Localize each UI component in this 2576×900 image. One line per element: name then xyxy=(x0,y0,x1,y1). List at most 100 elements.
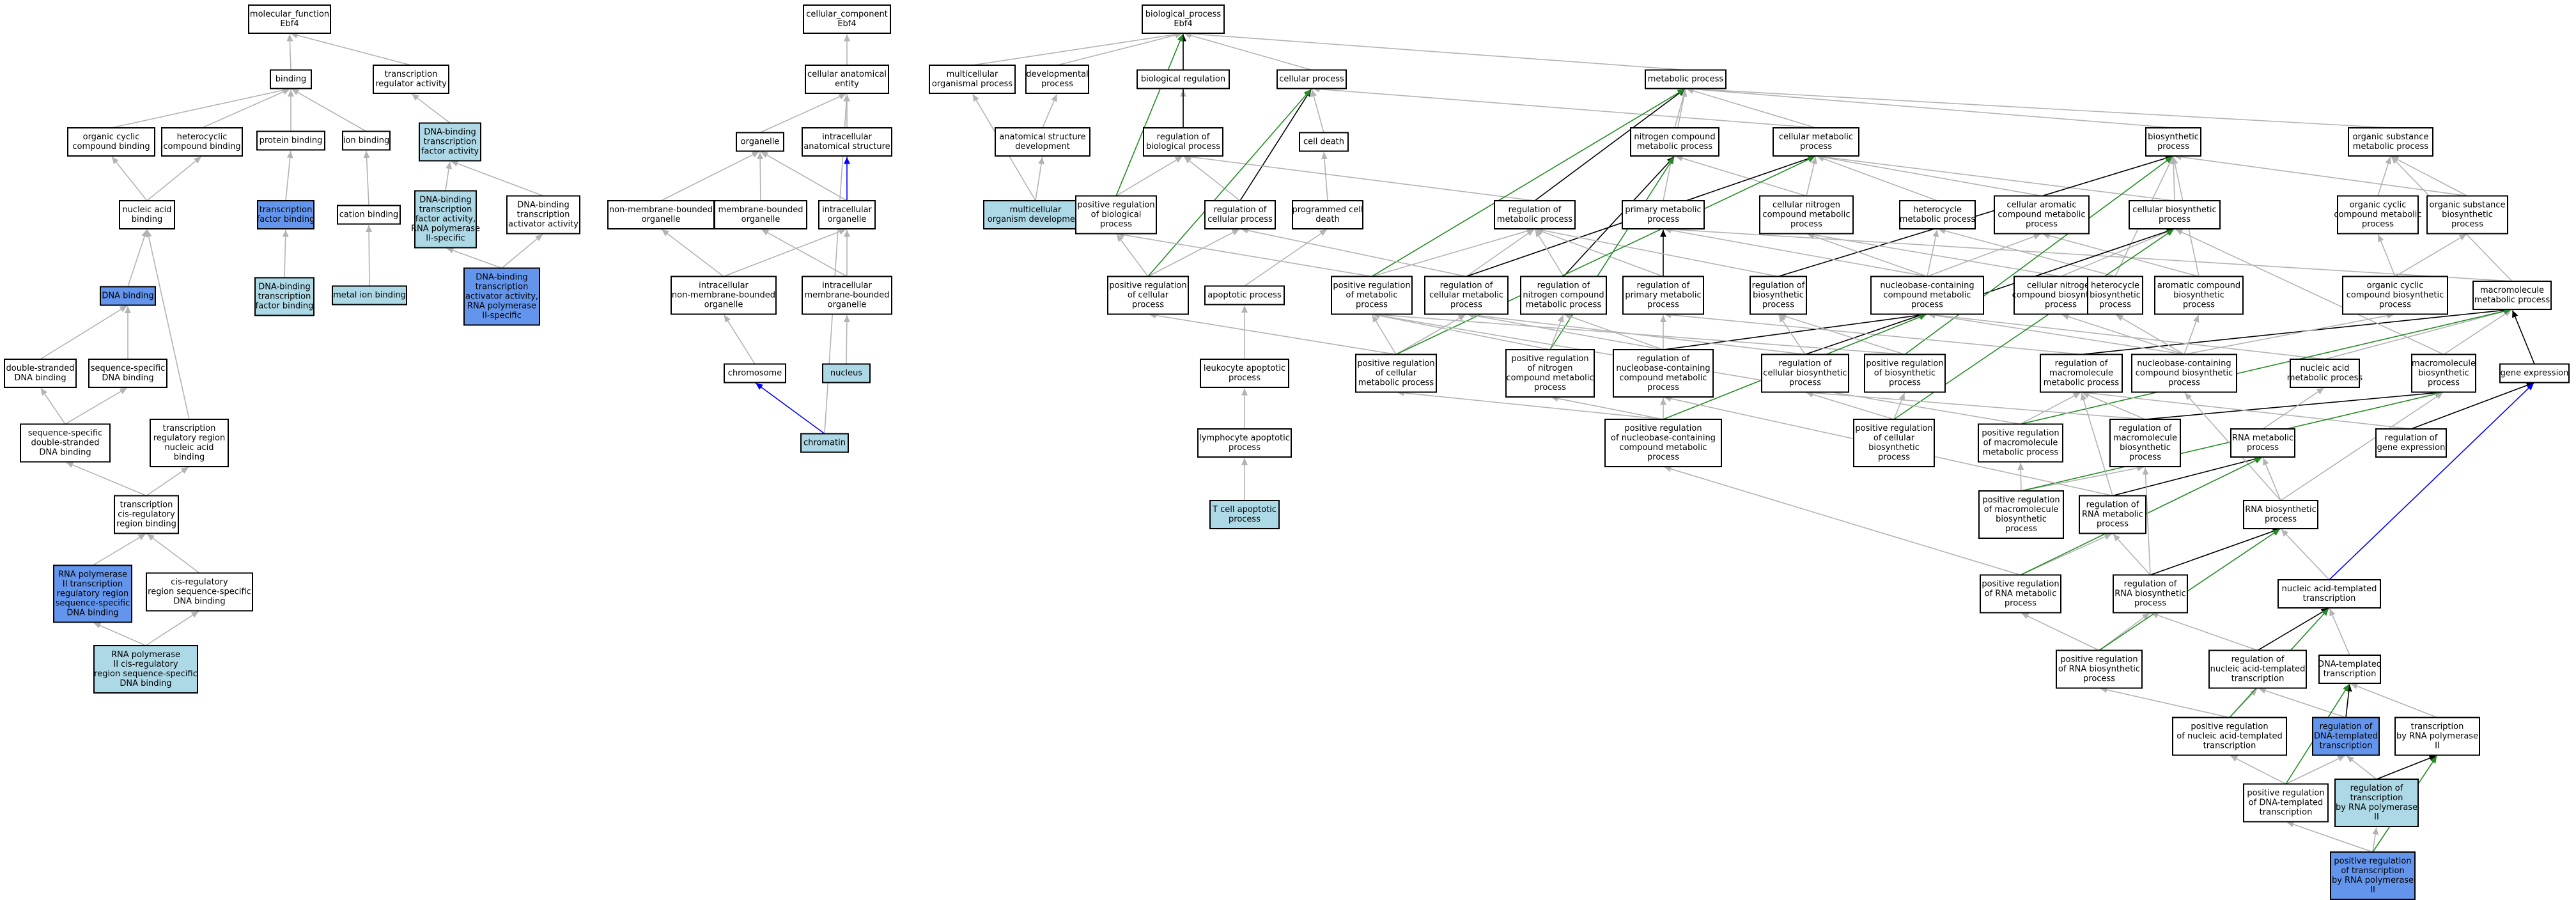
go-node-chromatin: chromatin xyxy=(800,433,849,453)
node-label-line: anatomical structure xyxy=(803,142,890,151)
edge-nab-to-hcb xyxy=(146,156,202,201)
edge-cncbp-to-cbp xyxy=(2060,228,2174,277)
edge xyxy=(760,151,848,201)
node-box xyxy=(88,359,167,388)
edge-mp-to-bp xyxy=(1184,30,1686,71)
node-box xyxy=(2472,281,2552,310)
node-label-line: transcription xyxy=(476,283,529,292)
node-label-line: biosynthetic xyxy=(2442,210,2493,220)
edge xyxy=(1675,155,1807,197)
edge-cmp-to-cp xyxy=(1312,86,1817,128)
edge xyxy=(661,229,724,277)
edge xyxy=(2042,232,2200,277)
node-label-line: biological process xyxy=(1146,142,1220,151)
node-label-line: of DNA-templated xyxy=(2249,798,2324,808)
edge-chromatin-to-chromosome xyxy=(755,382,825,435)
edge xyxy=(1664,465,2021,576)
node-label-line: regulation of xyxy=(1509,205,1562,215)
node-label-line: process xyxy=(1229,515,1261,524)
edge xyxy=(1779,313,1905,355)
node-box xyxy=(929,65,1016,94)
node-label-line: nucleobase-containing xyxy=(2137,359,2231,369)
edge-rnbcmp-to-rcmp xyxy=(1467,312,1664,350)
node-box xyxy=(1292,200,1363,229)
node-box xyxy=(146,572,253,612)
node-label-line: programmed cell xyxy=(1292,205,1363,215)
edge xyxy=(2020,307,2511,425)
node-box xyxy=(254,277,314,316)
node-label-line: cellular_component xyxy=(806,10,888,19)
go-node-chromosome: chromosome xyxy=(724,363,786,384)
edge-dnab-to-nab xyxy=(127,229,148,287)
node-label-line: process xyxy=(1647,383,1679,392)
node-label-line: process xyxy=(1647,215,1679,224)
node-label-line: organelle xyxy=(704,300,743,310)
go-node-cd: cell death xyxy=(1299,132,1349,152)
edge-rmacrobp-to-rcbp xyxy=(1806,389,2146,420)
node-label-line: of cellular xyxy=(1874,433,1915,443)
edge-rrnamp-to-rmacromp xyxy=(2080,392,2113,496)
edge xyxy=(2262,458,2281,501)
node-label-line: organelle xyxy=(741,215,780,224)
edge xyxy=(2350,683,2438,718)
node-box xyxy=(805,65,889,94)
edge-rcp-to-rbp xyxy=(1183,156,1241,201)
edge xyxy=(1116,234,1149,277)
edge-rmacromp-to-macromp xyxy=(2081,307,2511,355)
node-box xyxy=(337,205,401,225)
edge xyxy=(2142,467,2151,575)
node-label-line: transcription xyxy=(2320,741,2373,751)
node-box xyxy=(1025,65,1089,94)
node-label-line: biological regulation xyxy=(1141,75,1225,84)
edge xyxy=(1321,151,1328,201)
edge xyxy=(451,160,544,197)
edge xyxy=(1149,312,1397,355)
node-box xyxy=(1142,4,1225,34)
node-label-line: DNA-templated xyxy=(2318,660,2382,669)
edge-rpmp-to-rmp xyxy=(1535,228,1664,277)
node-box xyxy=(2342,275,2448,315)
edge-macrobp-to-cbp xyxy=(2175,228,2444,355)
node-label-line: heterocycle xyxy=(2091,281,2139,291)
edge-prcbp-to-prbsp xyxy=(1893,392,1905,420)
node-label-line: intracellular xyxy=(699,281,749,291)
node-label-line: of nitrogen xyxy=(1527,364,1572,373)
edge xyxy=(1927,229,1939,277)
node-label-line: process xyxy=(2362,220,2394,229)
node-label-line: of nucleic acid-templated xyxy=(2176,732,2282,741)
go-node-mp: metabolic process xyxy=(1645,69,1726,89)
edge-rp2crr-to-crrssdb xyxy=(145,610,199,646)
node-label-line: by RNA polymerase xyxy=(2336,803,2417,812)
edge xyxy=(1535,228,1664,277)
node-label-line: metabolic process xyxy=(1526,300,1602,310)
node-box xyxy=(803,4,891,34)
node-box xyxy=(506,195,580,235)
edge-rrnabp-to-rmacrobp xyxy=(2142,467,2151,575)
node-box xyxy=(2290,359,2360,388)
node-label-line: organic cyclic xyxy=(2367,281,2424,291)
node-box xyxy=(93,645,198,694)
edge-rbsp-to-rmp xyxy=(1535,227,1779,277)
edge-prtrp2-to-prdtt xyxy=(2286,821,2373,853)
node-label-line: process xyxy=(1647,453,1679,462)
node-label-line: biosynthetic xyxy=(2173,291,2224,300)
edge xyxy=(2021,465,2145,492)
node-label-line: transcription xyxy=(2231,674,2285,684)
edge-mop-to-bp xyxy=(972,31,1183,66)
edge xyxy=(1807,231,2061,277)
edge xyxy=(1778,314,1806,355)
edge xyxy=(2145,389,2443,420)
node-box xyxy=(2109,419,2181,467)
node-label-line: process xyxy=(2247,443,2279,453)
node-box xyxy=(2337,195,2419,235)
node-label-line: transcription xyxy=(260,205,313,215)
